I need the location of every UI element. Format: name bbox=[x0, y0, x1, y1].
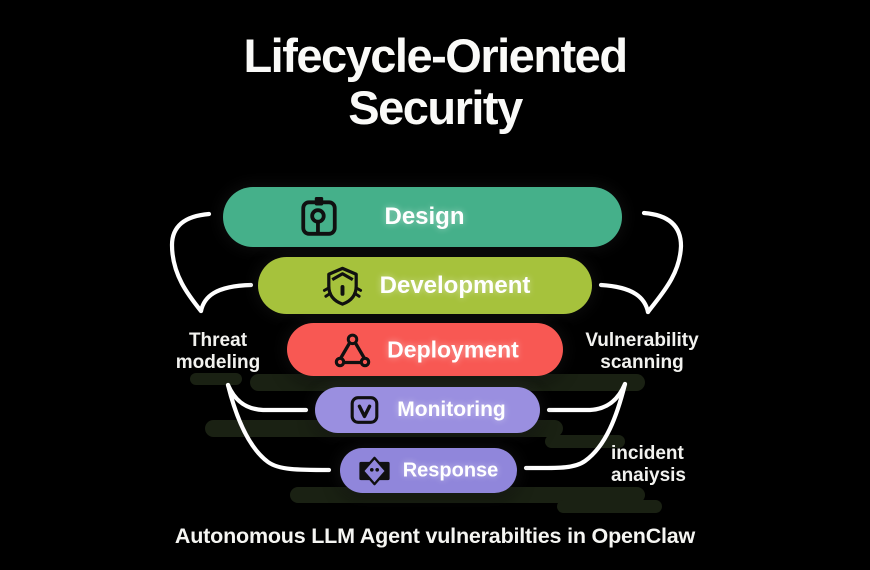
echo-pill bbox=[190, 373, 242, 385]
echo-pill bbox=[557, 500, 662, 513]
threat-modeling-label: Threat modeling bbox=[175, 330, 261, 373]
brace-lowerleft-response-arm bbox=[225, 382, 332, 473]
title-line-1: Lifecycle-Oriented bbox=[243, 29, 628, 82]
brace-lowerleft-monitoring-arm bbox=[225, 382, 309, 413]
stage-label: Monitoring bbox=[397, 398, 506, 421]
title-line-2: Security bbox=[348, 80, 523, 134]
incident-analysis-label: incident anaiysis bbox=[611, 443, 686, 486]
stage-label: Development bbox=[379, 271, 531, 299]
bug-screen-icon bbox=[357, 455, 392, 486]
page-title: Lifecycle-Oriented Security bbox=[0, 30, 870, 133]
stage-pill-deployment: Deployment bbox=[287, 323, 563, 376]
checkbox-v-icon bbox=[349, 395, 380, 426]
stage-pill-development: Development bbox=[258, 257, 592, 314]
blueprint-pin-icon bbox=[300, 196, 338, 238]
brace-right-top-arm bbox=[641, 210, 684, 315]
stage-pill-design: Design bbox=[223, 187, 622, 247]
node-triangle-icon bbox=[334, 331, 371, 368]
stage-label: Response bbox=[402, 459, 499, 481]
brace-right-bottom-arm bbox=[598, 282, 651, 315]
stage-label: Deployment bbox=[387, 336, 519, 362]
brace-left-top-arm bbox=[169, 211, 212, 314]
stage-pill-monitoring: Monitoring bbox=[315, 387, 540, 433]
stage-label: Design bbox=[384, 203, 465, 230]
brace-lowerright-response-arm bbox=[523, 381, 628, 471]
stage-pill-response: Response bbox=[340, 448, 517, 493]
subtitle-caption: Autonomous LLM Agent vulnerabilties in O… bbox=[174, 524, 696, 548]
vulnerability-scanning-label: Vulnerability scanning bbox=[585, 330, 699, 373]
echo-pill bbox=[250, 374, 645, 391]
shield-bug-icon bbox=[320, 263, 365, 308]
brace-left-bottom-arm bbox=[198, 282, 254, 314]
